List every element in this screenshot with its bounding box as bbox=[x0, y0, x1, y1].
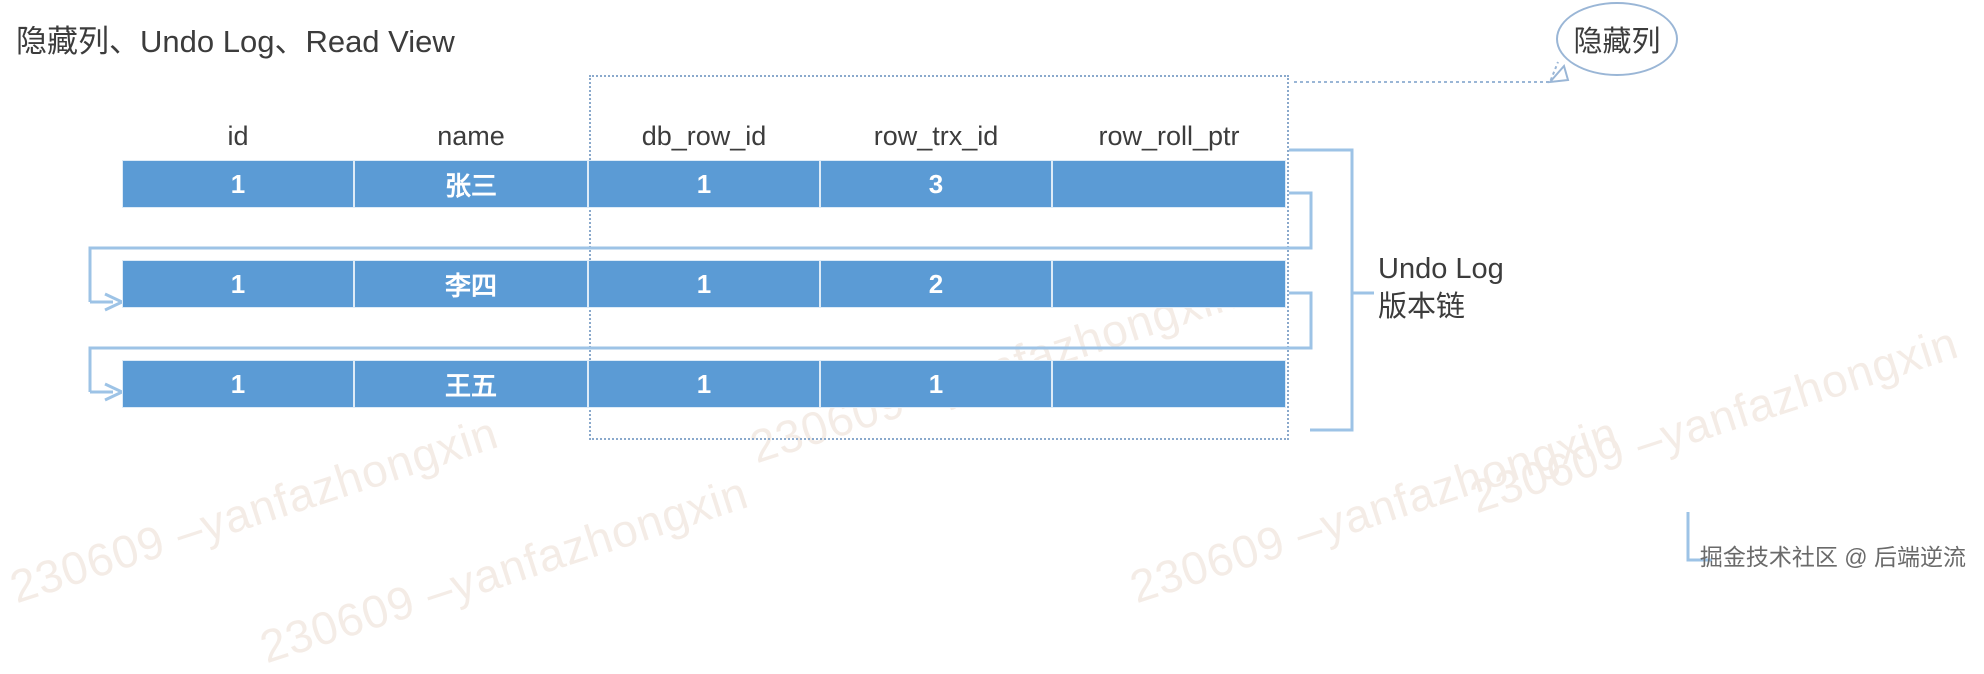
column-header-id: id bbox=[227, 120, 249, 151]
cell-row-trx-id: 1 bbox=[820, 360, 1052, 408]
column-header-name: name bbox=[437, 120, 505, 151]
cell-row-roll-ptr bbox=[1052, 160, 1286, 208]
column-header-db-row-id: db_row_id bbox=[641, 120, 767, 151]
cell-db-row-id: 1 bbox=[588, 160, 820, 208]
cell-row-roll-ptr bbox=[1052, 260, 1286, 308]
cell-db-row-id: 1 bbox=[588, 260, 820, 308]
undo-log-brace bbox=[1289, 148, 1374, 432]
column-header-row-roll-ptr: row_roll_ptr bbox=[1098, 120, 1240, 151]
watermark: 230609 –yanfazhongxin bbox=[253, 466, 755, 674]
cell-db-row-id: 1 bbox=[588, 360, 820, 408]
page-title: 隐藏列、Undo Log、Read View bbox=[16, 24, 455, 59]
cell-id: 1 bbox=[122, 160, 354, 208]
table-row: 1 张三 1 3 bbox=[122, 160, 1286, 208]
cell-row-trx-id: 2 bbox=[820, 260, 1052, 308]
undo-log-label-line2: 版本链 bbox=[1378, 291, 1466, 324]
cell-name: 李四 bbox=[354, 260, 588, 308]
hidden-columns-callout: 隐藏列 bbox=[1556, 2, 1678, 76]
undo-log-version-chain-label: Undo Log 版本链 bbox=[1378, 250, 1504, 327]
undo-log-label-line1: Undo Log bbox=[1378, 253, 1504, 285]
cell-name: 王五 bbox=[354, 360, 588, 408]
attribution-text: 掘金技术社区 @ 后端逆流 bbox=[1699, 544, 1966, 570]
table-header-row: id name db_row_id row_trx_id row_roll_pt… bbox=[122, 112, 1286, 160]
cell-id: 1 bbox=[122, 360, 354, 408]
cell-row-roll-ptr bbox=[1052, 360, 1286, 408]
watermark: 230609 –yanfazhongxin bbox=[1463, 316, 1965, 524]
cell-name: 张三 bbox=[354, 160, 588, 208]
watermark: 230609 –yanfazhongxin bbox=[3, 406, 505, 614]
callout-label: 隐藏列 bbox=[1573, 26, 1661, 58]
mvcc-row-table: id name db_row_id row_trx_id row_roll_pt… bbox=[122, 112, 1286, 408]
column-header-row-trx-id: row_trx_id bbox=[873, 120, 999, 151]
table-row: 1 李四 1 2 bbox=[122, 260, 1286, 308]
callout-tail bbox=[1294, 61, 1570, 84]
cell-row-trx-id: 3 bbox=[820, 160, 1052, 208]
table-row: 1 王五 1 1 bbox=[122, 360, 1286, 408]
cell-id: 1 bbox=[122, 260, 354, 308]
